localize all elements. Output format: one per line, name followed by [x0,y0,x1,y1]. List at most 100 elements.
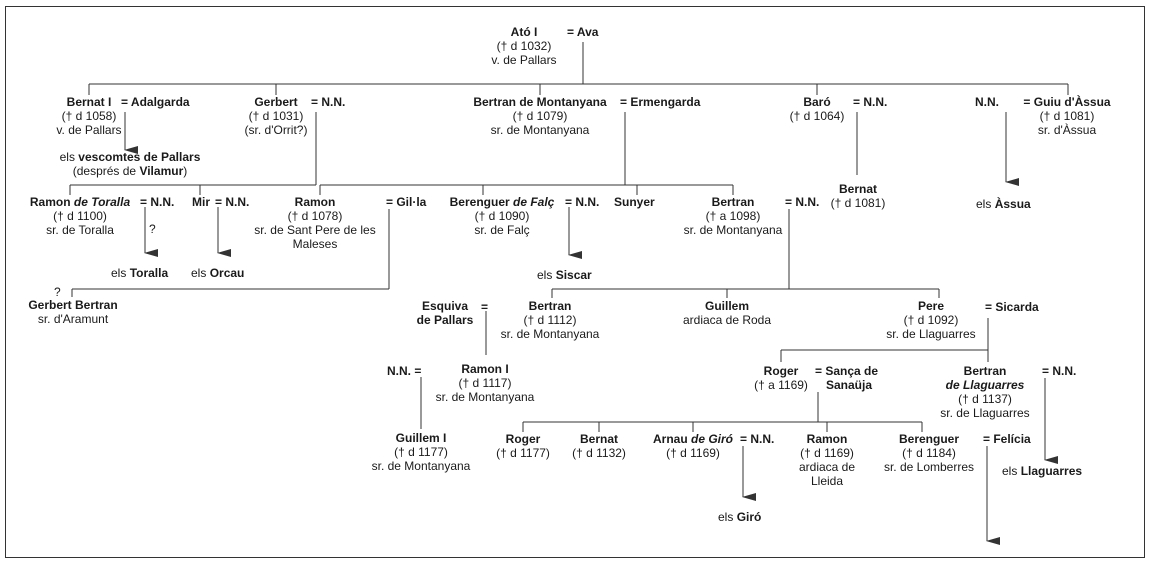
spouse-nn: = N.N. [1042,364,1076,378]
person-title: ardiaca de [798,460,856,474]
person-name: Ató I [510,25,538,39]
spouse-ava: = Ava [567,25,598,39]
person-title: v. de Pallars [56,123,122,137]
lineage-prefix: els [111,266,130,280]
person-roger-1177: Roger († d 1177) [490,432,556,460]
lineage-prefix: els [976,197,995,211]
person-name: Bertran [963,364,1007,378]
spouse-nn: = N.N. [785,195,819,209]
person-name: Berenguer [898,432,960,446]
person-title: sr. de Montanyana [490,123,590,137]
person-sunyer: Sunyer [614,195,655,209]
spouse-guiu-dassua: = Guiu d'Àssua († d 1081) sr. d'Àssua [1005,95,1129,137]
diagram-frame [5,6,1145,558]
lineage-prefix: els [537,268,556,282]
person-bertran-de-montanyana: Bertran de Montanyana († d 1079) sr. de … [465,95,615,137]
person-dates: († d 1112) [523,313,577,327]
spouse-name: = Felícia [983,432,1031,446]
spouse-name: = N.N. [740,432,775,446]
lineage-prefix: els [1002,464,1021,478]
person-dates: († d 1078) [287,209,343,223]
person-dates: († d 1177) [394,445,448,459]
person-title: sr. de Llaguarres [940,406,1030,420]
person-mir: Mir [192,195,210,209]
person-name: Arnau [652,432,691,446]
lineage-siscar: els Siscar [537,268,592,282]
person-title: v. de Pallars [491,53,557,67]
person-dates: († d 1177) [496,446,550,460]
spouse-name: = N.N. [140,195,175,209]
spouse-adalgarda: = Adalgarda [121,95,190,109]
spouse-nn: = N.N. [311,95,345,109]
person-dates: († d 1090) [474,209,530,223]
person-nn: N.N. = [387,364,421,378]
person-gerbert-bertran: Gerbert Bertran sr. d'Aramunt [18,298,128,326]
person-esquiva-de-pallars: Esquiva de Pallars [410,299,480,327]
person-title: Maleses [292,237,338,251]
person-name: Bertran de Montanyana [473,95,607,109]
person-name: Ramon I [461,362,509,376]
spouse-name: = N.N. [785,195,820,209]
spouse-name: = Sicarda [985,300,1039,314]
spouse-nn: = N.N. [565,195,599,209]
spouse-sicarda: = Sicarda [985,300,1039,314]
person-title: sr. de Montanyana [683,223,783,237]
person-name: Ramon [806,432,848,446]
lineage-name: Llaguarres [1020,464,1083,478]
spouse-name: = Gil·la [386,195,427,209]
person-name: Bernat [838,182,877,196]
spouse-name: = N.N. [565,195,600,209]
person-name: Berenguer [449,195,513,209]
person-title: sr. de Montanyana [500,327,600,341]
spouse-name: = Sança de [815,364,879,378]
lineage-orcau: els Orcau [191,266,244,280]
person-title: sr. de Montanyana [435,390,535,404]
person-title: sr. de Falç [474,223,530,237]
person-dates: († d 1032) [496,39,552,53]
lineage-toralla: els Toralla [111,266,168,280]
spouse-sanca-de-sanauja: = Sança de Sanaüja [815,364,878,392]
person-bertran-de-llaguarres: Bertran de Llaguarres († d 1137) sr. de … [928,364,1042,420]
lineage-prefix: els [191,266,210,280]
lineage-prefix: els [59,150,79,164]
person-dates: († d 1117) [458,376,512,390]
person-name-epithet: de Falç [513,195,555,209]
person-name: N.N. = [387,364,422,378]
person-title: sr. de Sant Pere de les [254,223,376,237]
person-dates: († d 1132) [572,446,626,460]
spouse-name: Sanaüja [826,378,873,392]
person-ato-i: Ató I († d 1032) v. de Pallars [484,25,564,67]
spouse-nn: = N.N. [740,432,774,446]
uncertain-mark: ? [54,285,61,299]
person-name: Pere [917,299,945,313]
lineage-llaguarres: els Llaguarres [1002,464,1082,478]
person-name: Mir [192,195,210,209]
person-dates: († d 1031) [248,109,304,123]
person-name: Baró [803,95,831,109]
lineage-name: Siscar [555,268,592,282]
person-dates: († d 1081) [1039,109,1095,123]
lineage-giro: els Giró [718,510,761,524]
person-dates: († d 1092) [903,313,959,327]
person-name: Guillem [704,299,749,313]
spouse-name: = Ava [567,25,599,39]
lineage-name: Giró [736,510,762,524]
person-roger-1169: Roger († a 1169) [751,364,811,392]
person-dates: († a 1169) [754,378,808,392]
person-name: Bernat [579,432,618,446]
person-title: (sr. d'Orrit?) [244,123,308,137]
person-name: Bernat I [66,95,112,109]
person-berenguer-de-falc: Berenguer de Falç († d 1090) sr. de Falç [437,195,567,237]
person-berenguer-1184: Berenguer († d 1184) sr. de Lomberres [874,432,984,474]
lineage-note: ) [183,164,188,178]
person-name: N.N. [975,95,999,109]
person-nn-assua: N.N. [975,95,999,109]
person-dates: († d 1169) [666,446,720,460]
person-dates: († d 1081) [830,196,886,210]
person-name: Esquiva [421,299,469,313]
person-dates: († a 1098) [705,209,761,223]
person-name: Bertran [711,195,755,209]
person-name: de Pallars [416,313,474,327]
person-name-epithet: de Llaguarres [945,378,1025,392]
